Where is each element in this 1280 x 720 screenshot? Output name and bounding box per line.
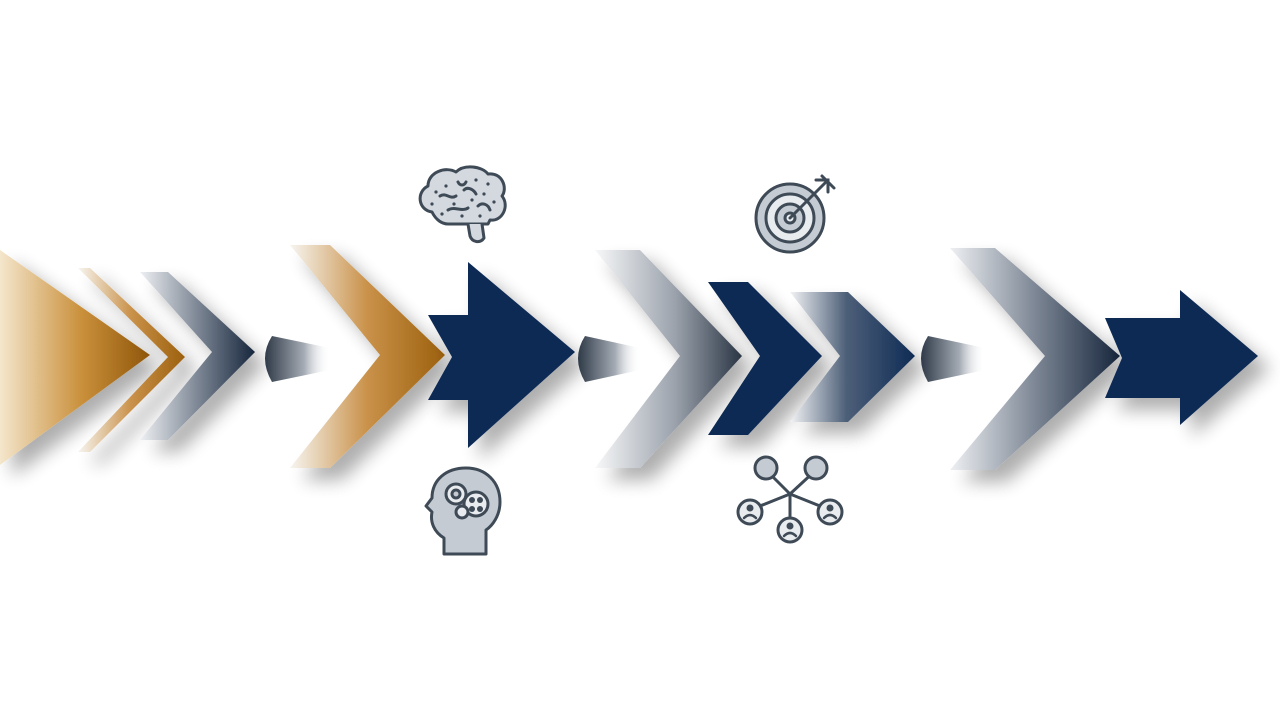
gold-triangle [0,250,150,465]
navy-chevron-2 [790,292,915,422]
gold-chevron [290,245,445,468]
navy-arrow-2 [1105,290,1258,425]
head-gears-icon [424,466,502,556]
people-network-icon [736,455,844,544]
target-arrow-icon [754,174,836,254]
silver-chevron-2 [595,250,742,468]
silver-chevron-3 [950,248,1120,470]
brain-icon [418,165,507,244]
navy-arrow-1 [428,262,575,448]
silver-bullet-3 [921,336,985,382]
navy-chevron-1 [708,282,822,435]
silver-bullet-1 [265,336,330,382]
silver-chevron-1 [140,272,255,440]
silver-bullet-2 [578,336,640,382]
